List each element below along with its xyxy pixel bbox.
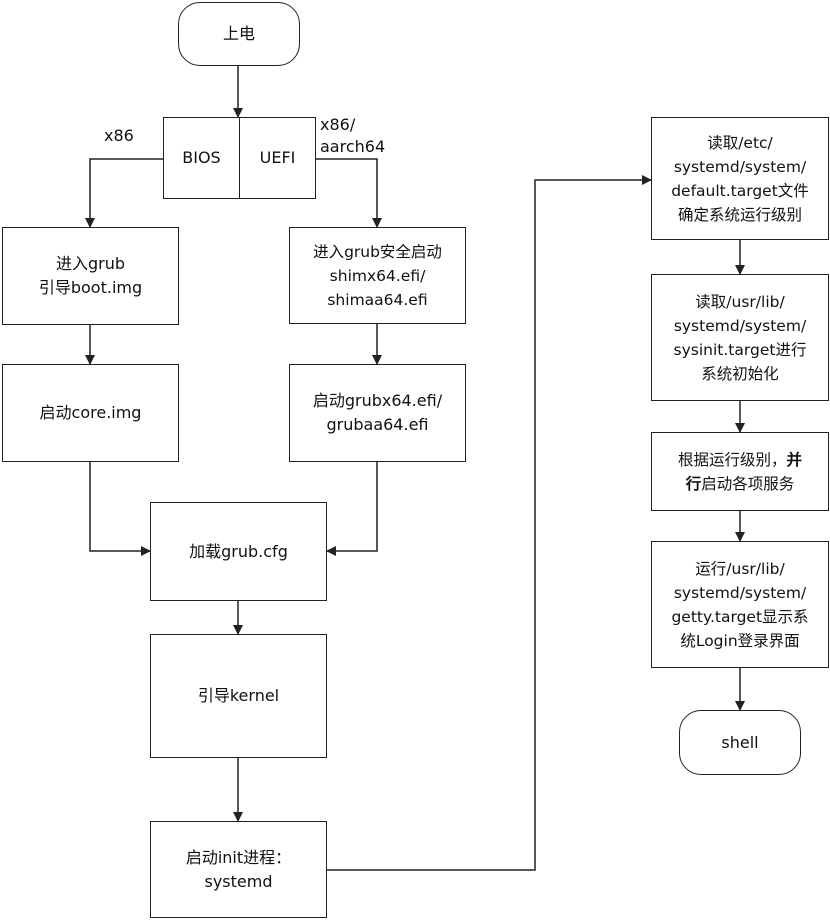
shell-node: shell — [679, 710, 801, 775]
start-services-text: 根据运行级别，并行启动各项服务 — [678, 448, 802, 496]
uefi-node: UEFI — [239, 117, 316, 199]
edge-bios-to-grub — [85, 158, 163, 228]
run-getty-node: 运行/usr/lib/ systemd/system/ getty.target… — [651, 541, 829, 668]
bios-node: BIOS — [163, 117, 240, 199]
grub-boot-node: 进入grub 引导boot.img — [2, 227, 179, 325]
core-img-node: 启动core.img — [2, 364, 179, 462]
read-sysinit-node: 读取/usr/lib/ systemd/system/ sysinit.targ… — [651, 274, 829, 401]
x86-edge-label: x86 — [104, 126, 134, 145]
edge-uefi-to-secure — [316, 158, 382, 228]
start-services-text-bold2: 行 — [685, 474, 702, 493]
start-init-node: 启动init进程： systemd — [150, 821, 327, 918]
read-default-target-node: 读取/etc/ systemd/system/ default.target文件… — [651, 117, 829, 240]
start-services-text-pre: 根据运行级别， — [677, 450, 787, 469]
start-services-node: 根据运行级别，并行启动各项服务 — [651, 432, 829, 511]
edge-core-to-cfg — [89, 462, 151, 556]
start-services-text-post: 启动各项服务 — [701, 474, 795, 493]
edge-efi-to-cfg — [326, 462, 378, 556]
load-grub-cfg-node: 加载grub.cfg — [150, 502, 327, 601]
grub-efi-node: 启动grubx64.efi/ grubaa64.efi — [289, 364, 466, 462]
edge-init-to-default — [327, 175, 652, 871]
grub-secure-boot-node: 进入grub安全启动 shimx64.efi/ shimaa64.efi — [289, 227, 466, 324]
start-services-text-bold1: 并 — [786, 450, 803, 469]
x86-aarch64-edge-label: x86/ aarch64 — [320, 115, 386, 156]
power-on-node: 上电 — [178, 2, 300, 66]
boot-kernel-node: 引导kernel — [150, 634, 327, 758]
